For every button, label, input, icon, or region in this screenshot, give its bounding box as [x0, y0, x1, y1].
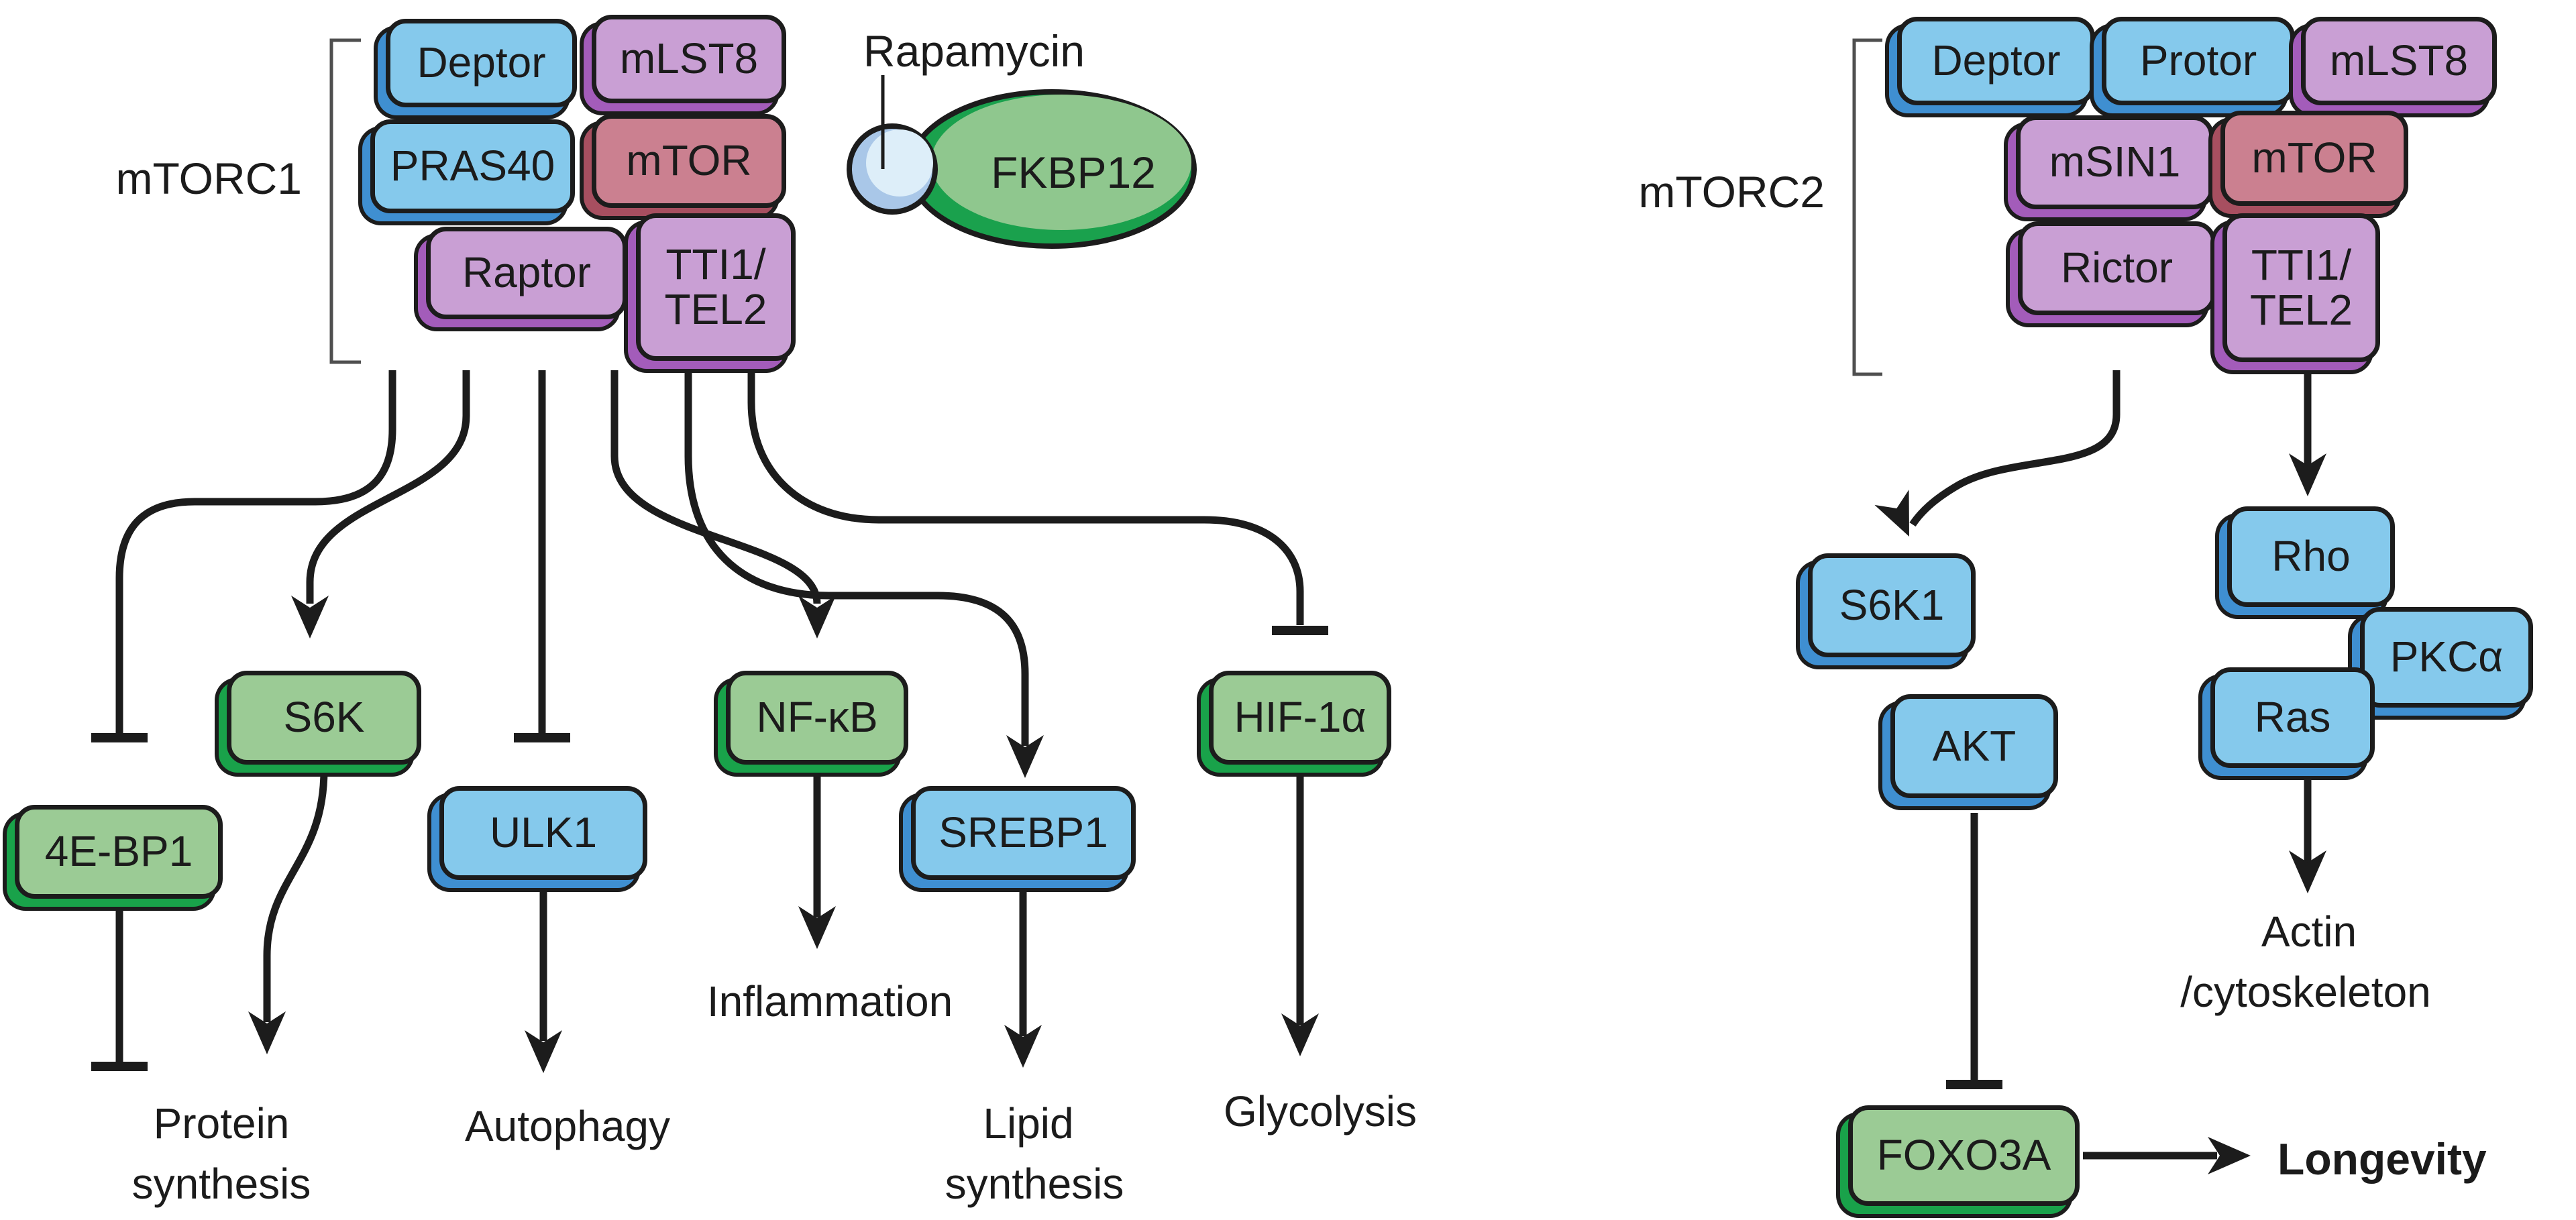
box-deptor-mtorc2: Deptor: [1897, 17, 2095, 105]
rapamycin-label: Rapamycin: [863, 26, 1085, 76]
wire-mtorc1-srebp1: [684, 370, 1029, 746]
wire-mtorc2-s6k1: [1909, 370, 2121, 527]
box-mtor-mtorc1: mTOR: [592, 114, 786, 208]
box-msin1: mSIN1: [2016, 115, 2214, 209]
box-pkca: PKCα: [2360, 607, 2533, 708]
box-s6k1: S6K1: [1808, 553, 1976, 657]
arrowhead-srebp1: [1006, 735, 1044, 778]
arrowhead-nfkb: [798, 596, 836, 639]
wire-s6k-protein: [263, 769, 328, 1022]
box-akt: AKT: [1890, 694, 2058, 798]
box-hif1a: HIF-1α: [1209, 671, 1391, 765]
box-deptor-mtorc1: Deptor: [386, 19, 577, 107]
box-ras: Ras: [2210, 667, 2375, 768]
rapamycin-circle: [847, 123, 938, 215]
tti2-line2: TEL2: [2250, 286, 2353, 334]
fkbp12-ellipse: [907, 89, 1197, 249]
label-protein-synthesis-line2: synthesis: [131, 1160, 311, 1208]
label-protein-synthesis-line1: Protein: [153, 1099, 290, 1148]
tti2-line1: TTI1/: [2251, 240, 2352, 289]
box-protor: Protor: [2102, 17, 2295, 105]
arrowhead-rho: [2289, 453, 2326, 496]
box-tti1-tel2-mtorc1: TTI1/ TEL2: [636, 213, 796, 361]
arrowhead-lipid-synthesis: [1004, 1025, 1042, 1068]
label-lipid-synthesis-line2: synthesis: [945, 1160, 1124, 1208]
box-srebp1: SREBP1: [911, 786, 1136, 880]
label-actin-line1: Actin: [2261, 907, 2357, 956]
arrowhead-longevity: [2208, 1137, 2251, 1174]
mtorc1-bracket: [329, 38, 361, 364]
label-autophagy: Autophagy: [464, 1102, 671, 1150]
mtorc1-wires: [115, 370, 1304, 1062]
arrowhead-inflammation: [798, 906, 836, 949]
box-rictor: Rictor: [2018, 221, 2216, 315]
wire-mtorc1-hif1a: [747, 370, 1304, 625]
box-mlst8-mtorc1: mLST8: [592, 15, 786, 103]
box-s6k: S6K: [227, 671, 421, 765]
box-4ebp1: 4E-BP1: [15, 805, 223, 899]
arrowhead-actin: [2289, 850, 2326, 893]
mtorc2-wires: [1909, 370, 2312, 1160]
inhibition-bars: [91, 626, 2002, 1089]
mtorc1-label: mTORC1: [115, 154, 302, 203]
tti1-line2: TEL2: [664, 285, 767, 333]
wire-mtorc1-4ebp1: [115, 370, 396, 733]
fkbp12-label: FKBP12: [991, 148, 1156, 197]
box-raptor: Raptor: [426, 227, 627, 319]
tti1-line1: TTI1/: [665, 239, 766, 288]
box-rho: Rho: [2227, 506, 2395, 607]
arrowhead-s6k1: [1874, 490, 1909, 537]
mtorc2-bracket: [1852, 38, 1882, 376]
arrowheads: [248, 453, 2326, 1174]
wire-mtorc1-s6k: [306, 370, 470, 604]
box-foxo3a: FOXO3A: [1848, 1105, 2080, 1206]
box-nfkb: NF-κB: [726, 671, 908, 765]
label-inflammation: Inflammation: [706, 977, 953, 1025]
label-longevity: Longevity: [2277, 1134, 2487, 1184]
box-tti1-tel2-mtorc2: TTI1/ TEL2: [2222, 213, 2380, 362]
arrowhead-glycolysis: [1281, 1013, 1319, 1056]
box-mtor-mtorc2: mTOR: [2220, 111, 2408, 206]
mtorc2-label: mTORC2: [1638, 167, 1825, 217]
arrowhead-autophagy: [525, 1030, 562, 1073]
label-glycolysis: Glycolysis: [1223, 1087, 1417, 1135]
label-lipid-synthesis-line1: Lipid: [983, 1099, 1074, 1148]
box-pras40: PRAS40: [370, 119, 575, 213]
arrowhead-s6k: [291, 596, 329, 639]
arrowhead-protein-synthesis: [248, 1011, 286, 1054]
box-ulk1: ULK1: [439, 786, 647, 880]
label-actin-line2: /cytoskeleton: [2180, 968, 2431, 1016]
box-mlst8-mtorc2: mLST8: [2301, 17, 2497, 105]
